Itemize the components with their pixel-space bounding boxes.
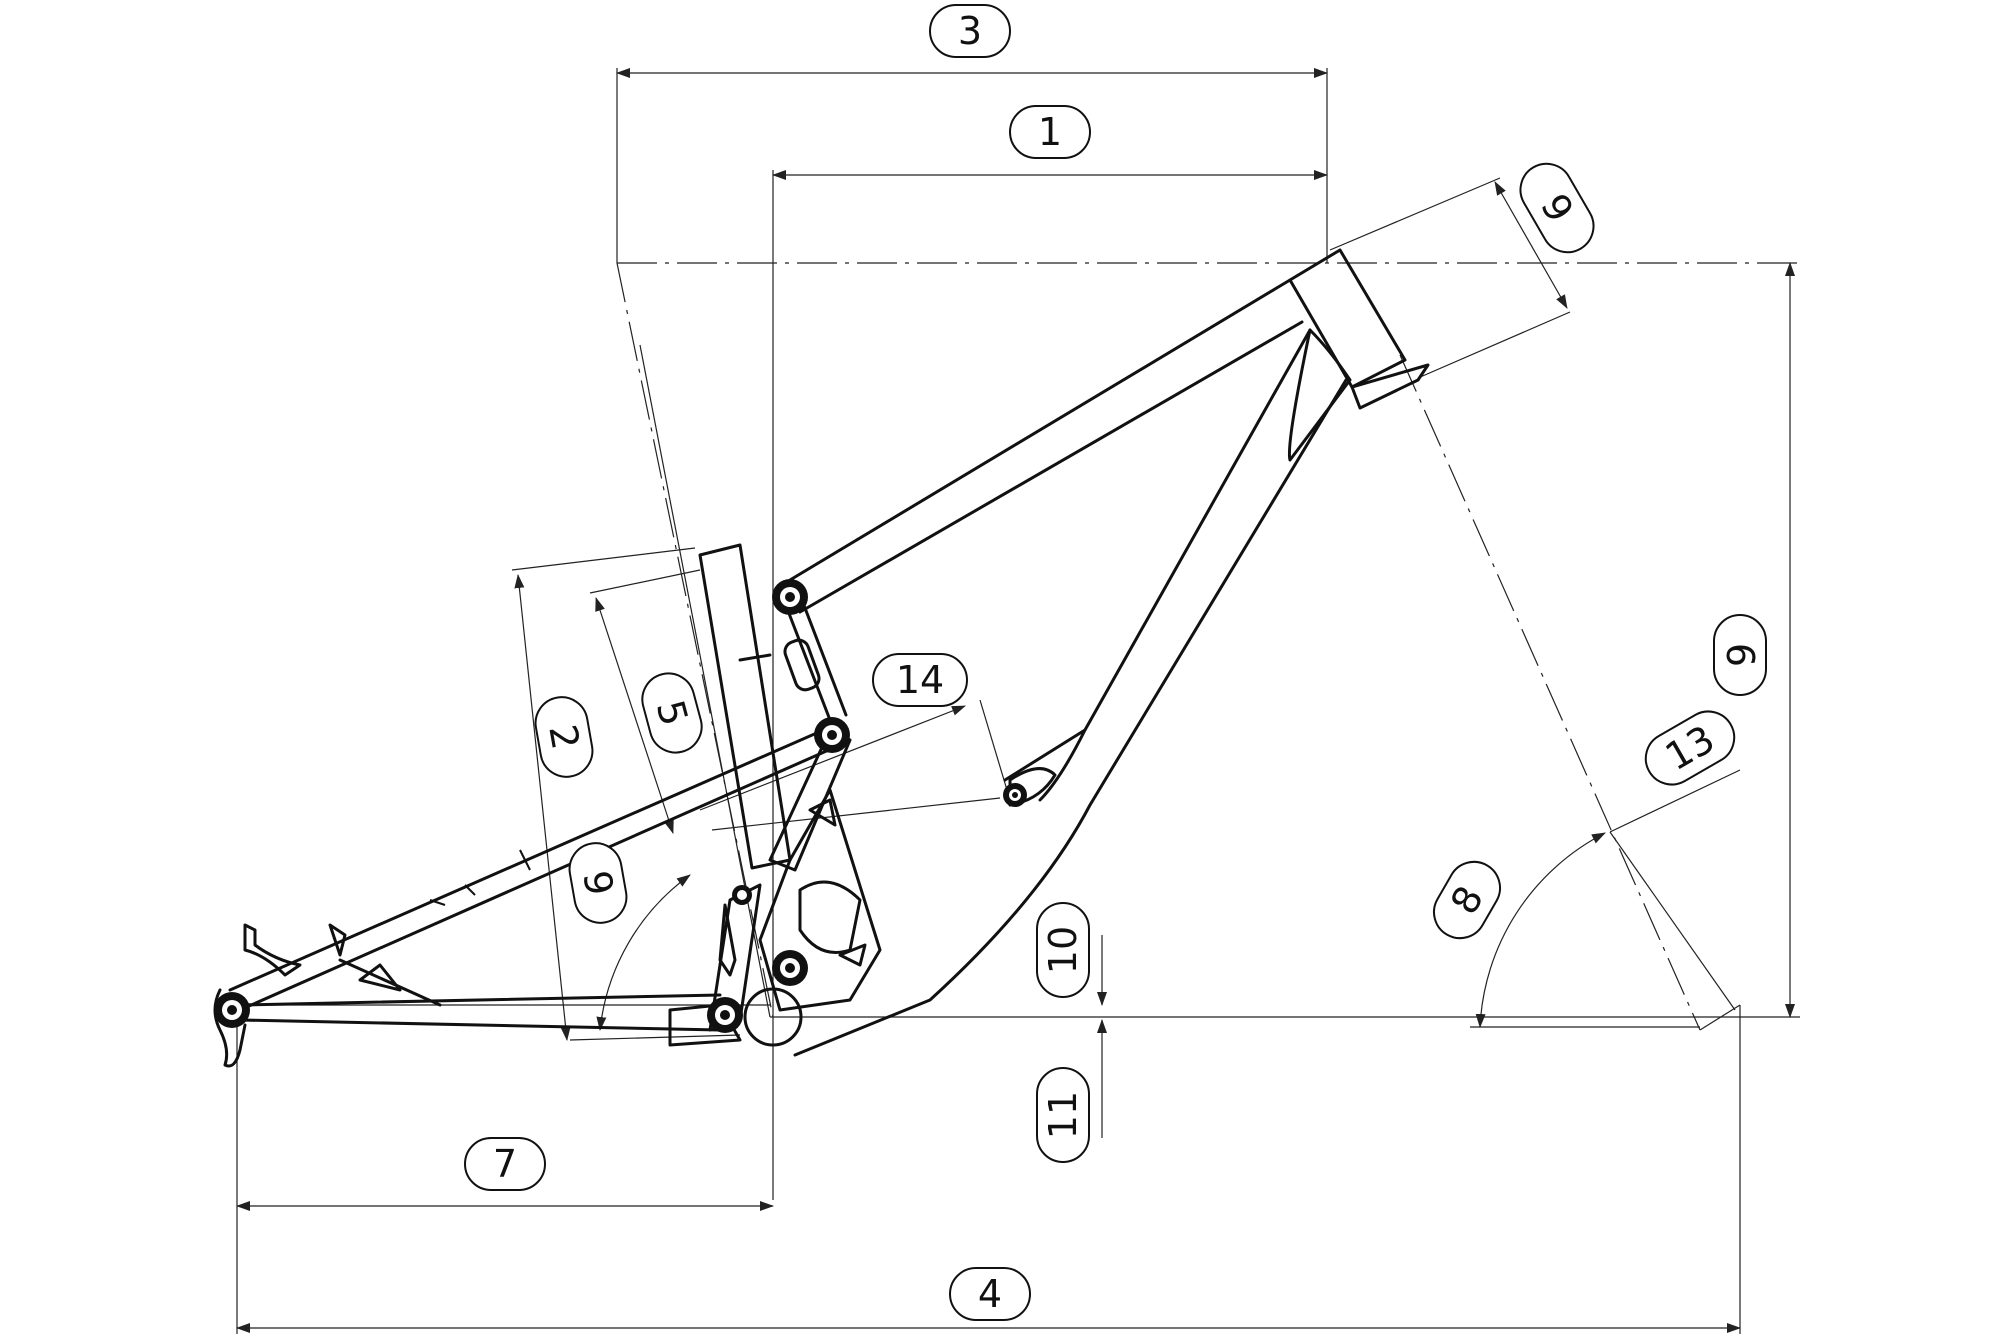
dim-badge-5: 5: [641, 672, 703, 754]
svg-text:4: 4: [978, 1272, 1002, 1316]
dim-badge-3: 3: [929, 4, 1011, 58]
pivot-lower-link: [772, 950, 808, 986]
svg-text:7: 7: [493, 1142, 517, 1186]
dim-badge-10: 9: [1519, 162, 1595, 254]
svg-text:11: 11: [1041, 1091, 1085, 1139]
pivot-top-tube: [772, 579, 808, 615]
svg-text:3: 3: [958, 9, 982, 53]
dim-badge-8: 8: [1433, 860, 1501, 940]
pivot-rear-axle: [214, 992, 250, 1028]
svg-text:6: 6: [1718, 643, 1762, 667]
pivot-down-tube-mount: [1003, 783, 1027, 807]
dim-badge-6: 6: [1713, 614, 1767, 696]
dim-badge-9-seat-angle: 9: [568, 842, 628, 924]
frame-outline: [213, 248, 1430, 1068]
dim-badge-4: 4: [949, 1267, 1031, 1321]
pivot-chainstay: [707, 997, 743, 1033]
svg-text:1: 1: [1038, 110, 1062, 154]
pivot-shock-link: [732, 885, 752, 905]
svg-text:14: 14: [896, 658, 944, 702]
dim-badge-1: 1: [1009, 105, 1091, 159]
dim-badge-14: 14: [872, 653, 968, 707]
pivot-points: [214, 579, 1027, 1033]
dim-badge-12: 11: [1036, 1067, 1090, 1163]
dim-badge-13: 13: [1644, 710, 1736, 786]
svg-text:10: 10: [1041, 926, 1085, 974]
dim-badge-2: 2: [534, 696, 594, 778]
dimension-lines: [230, 68, 1800, 1334]
dim-badge-11: 10: [1036, 902, 1090, 998]
dim-badge-7: 7: [464, 1137, 546, 1191]
pivot-rocker: [814, 717, 850, 753]
dimension-badges: 3 1 9 6 2 5 14 9: [464, 4, 1767, 1321]
